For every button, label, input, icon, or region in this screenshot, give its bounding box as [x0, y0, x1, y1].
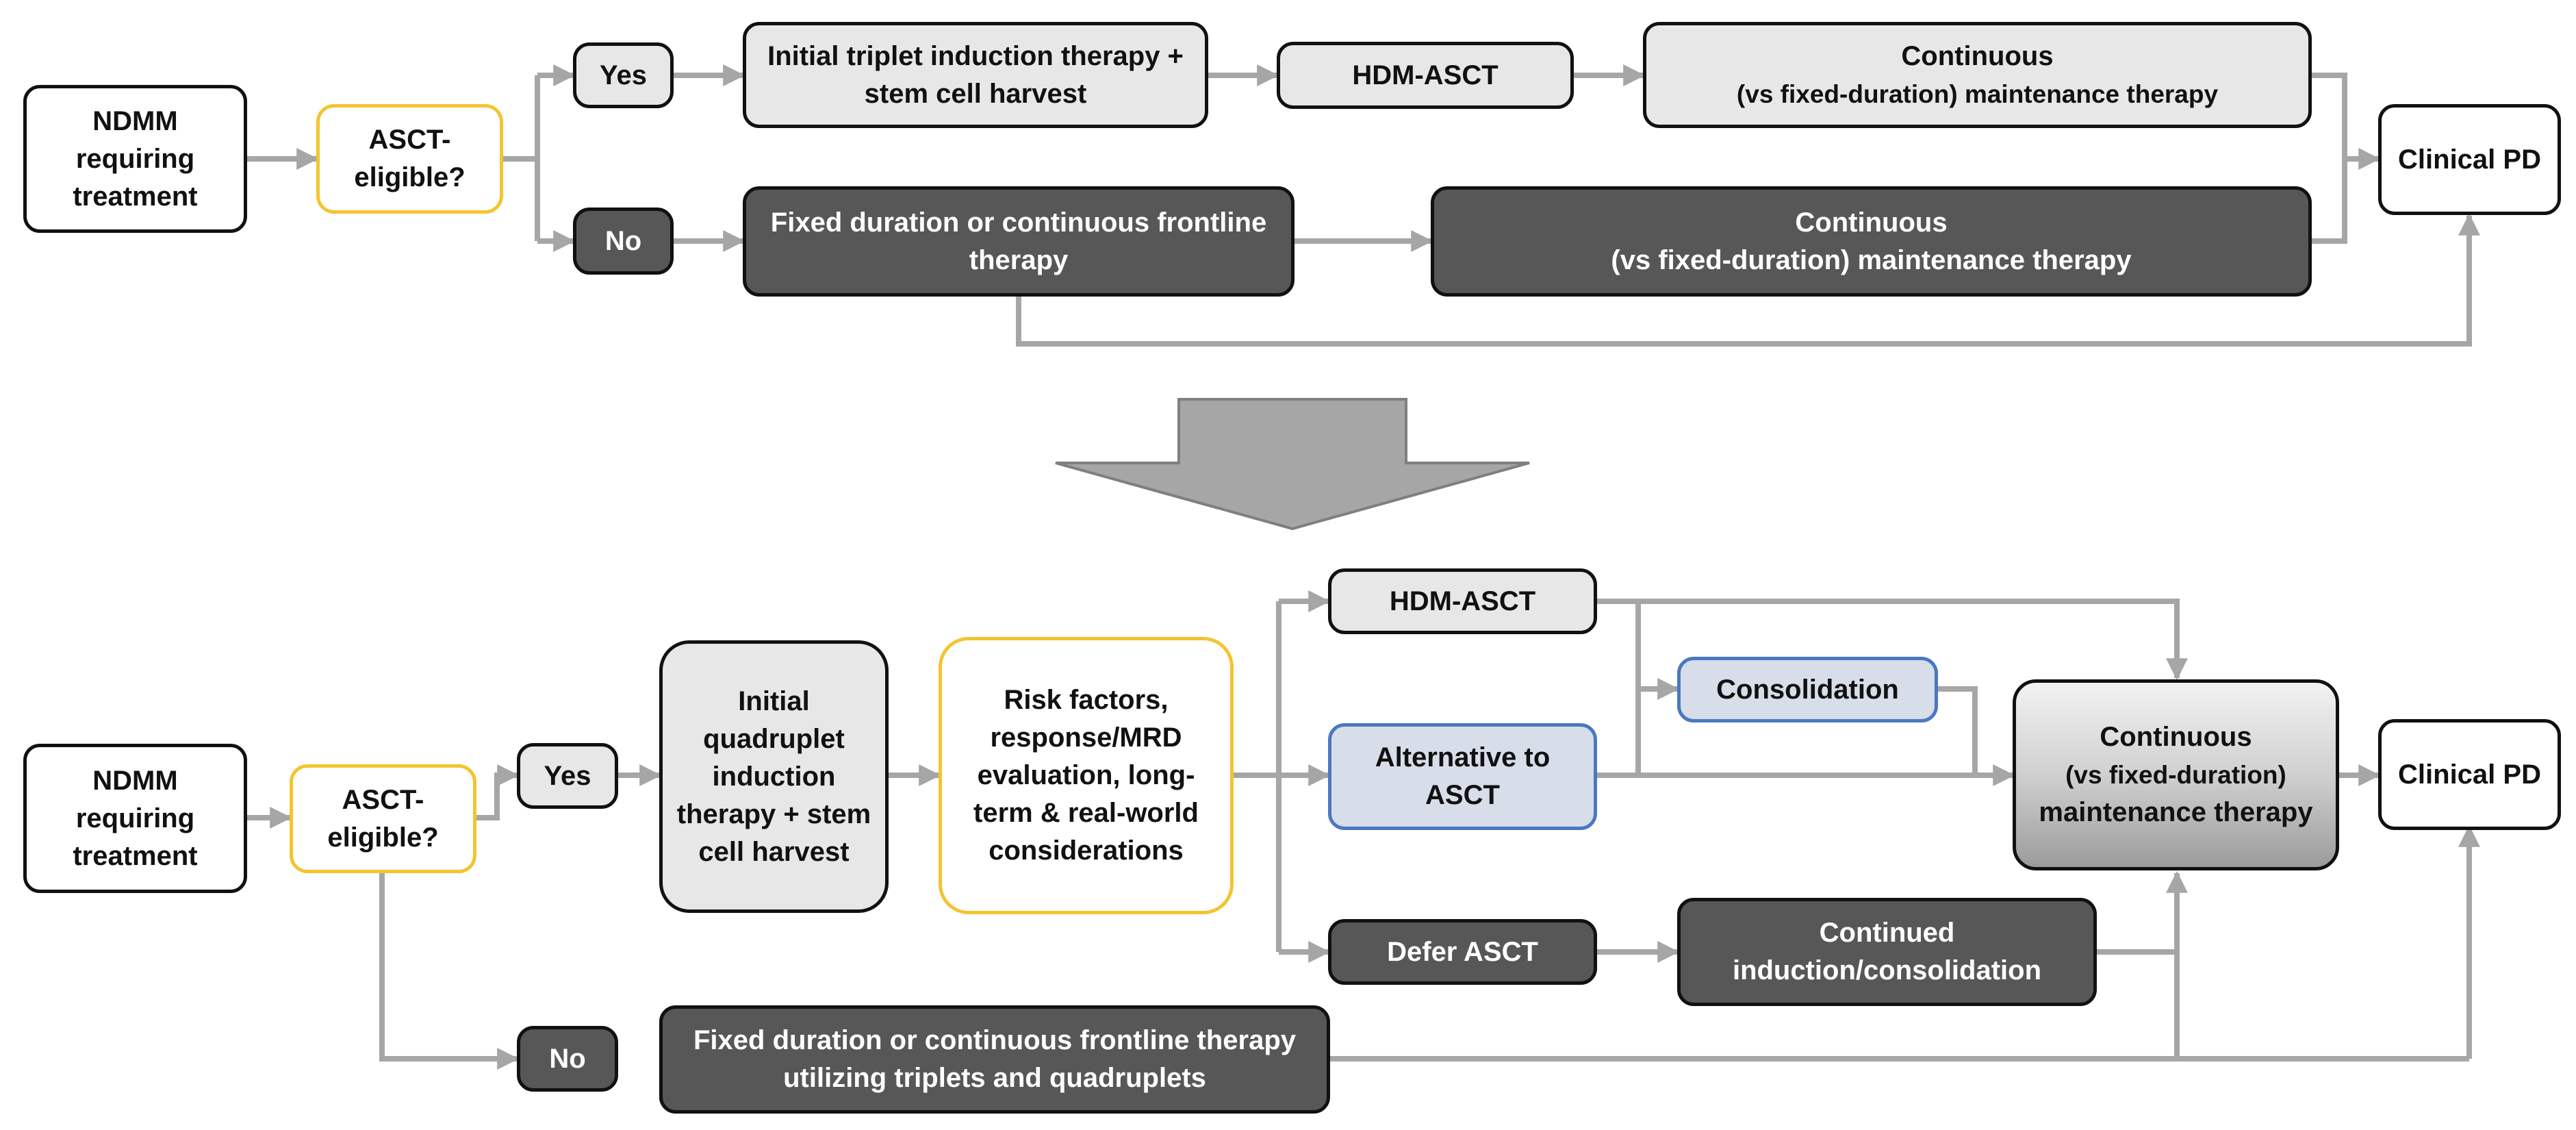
bottom-hdm-asct-node: HDM-ASCT [1328, 568, 1597, 634]
top-hdm-asct-label: HDM-ASCT [1352, 60, 1499, 90]
bottom-risk-label: Risk factors, response/MRD evaluation, l… [973, 685, 1199, 866]
bottom-consolidation-node: Consolidation [1677, 657, 1938, 723]
bottom-alternative-label: Alternative to ASCT [1375, 742, 1551, 810]
bottom-risk-node: Risk factors, response/MRD evaluation, l… [939, 637, 1234, 914]
arrow-decision-to-no-bottom [379, 873, 520, 1070]
bottom-continued-label: Continued induction/consolidation [1732, 918, 2042, 985]
top-start-node: NDMM requiring treatment [23, 85, 247, 233]
top-hdm-asct-node: HDM-ASCT [1277, 42, 1574, 109]
top-clinical-pd-node: Clinical PD [2378, 104, 2561, 215]
top-maintenance-yes-node: Continuous (vs fixed-duration) maintenan… [1643, 22, 2312, 128]
bottom-maint-line1: Continuous [2100, 722, 2252, 752]
bottom-yes-node: Yes [517, 743, 618, 809]
top-maintenance-no-node: Continuous (vs fixed-duration) maintenan… [1431, 186, 2312, 297]
bottom-induction-label: Initial quadruplet induction therapy + s… [676, 686, 871, 867]
bottom-maint-line2: (vs fixed-duration) [2065, 761, 2286, 789]
top-maint-yes-line1: Continuous [1901, 40, 2054, 71]
top-no-label: No [604, 225, 642, 256]
top-maint-no-line1: Continuous [1795, 207, 1948, 238]
bottom-maint-line3: maintenance therapy [2039, 797, 2313, 827]
bottom-induction-node: Initial quadruplet induction therapy + s… [659, 640, 889, 913]
top-decision-node: ASCT-eligible? [316, 104, 503, 214]
top-maint-yes-line2: (vs fixed-duration) maintenance therapy [1736, 79, 2219, 108]
bottom-decision-label: ASCT-eligible? [327, 784, 439, 853]
bottom-consolidation-label: Consolidation [1716, 674, 1899, 705]
top-maint-no-line2: (vs fixed-duration) maintenance therapy [1611, 244, 2132, 275]
bottom-defer-node: Defer ASCT [1328, 919, 1597, 985]
bottom-start-node: NDMM requiring treatment [23, 744, 247, 893]
top-start-label: NDMM requiring treatment [73, 105, 198, 212]
arrow-hdm-to-maint-bottom [1597, 599, 2188, 681]
top-yes-label: Yes [600, 60, 647, 90]
top-yes-node: Yes [573, 42, 674, 108]
bottom-defer-label: Defer ASCT [1387, 936, 1538, 967]
bottom-clinical-pd-label: Clinical PD [2398, 759, 2541, 790]
bottom-frontline-node: Fixed duration or continuous frontline t… [659, 1005, 1330, 1114]
bottom-clinical-pd-node: Clinical PD [2378, 719, 2561, 830]
top-frontline-node: Fixed duration or continuous frontline t… [743, 186, 1295, 297]
bottom-decision-node: ASCT-eligible? [290, 764, 476, 873]
arrow-decision-to-yes-bottom [476, 764, 520, 820]
arrow-frontline-to-pd-top [1016, 213, 2480, 347]
top-frontline-label: Fixed duration or continuous frontline t… [770, 207, 1267, 275]
bottom-no-node: No [517, 1026, 618, 1092]
top-clinical-pd-label: Clinical PD [2398, 144, 2541, 175]
bottom-yes-label: Yes [544, 760, 591, 791]
bottom-hdm-asct-label: HDM-ASCT [1389, 586, 1536, 616]
merge-maint-top [2312, 73, 2347, 244]
bottom-maintenance-node: Continuous (vs fixed-duration) maintenan… [2013, 679, 2339, 870]
bottom-frontline-label: Fixed duration or continuous frontline t… [693, 1025, 1297, 1093]
transition-down-arrow [1055, 398, 1530, 531]
top-induction-node: Initial triplet induction therapy + stem… [743, 22, 1208, 128]
bottom-continued-node: Continued induction/consolidation [1677, 898, 2097, 1006]
consolidation-to-maint [1938, 686, 1978, 775]
top-induction-label: Initial triplet induction therapy + stem… [767, 40, 1184, 109]
bottom-no-label: No [549, 1043, 586, 1074]
bottom-alternative-node: Alternative to ASCT [1328, 723, 1597, 830]
bottom-start-label: NDMM requiring treatment [73, 765, 198, 871]
top-no-node: No [573, 208, 674, 275]
top-decision-label: ASCT-eligible? [354, 125, 466, 192]
